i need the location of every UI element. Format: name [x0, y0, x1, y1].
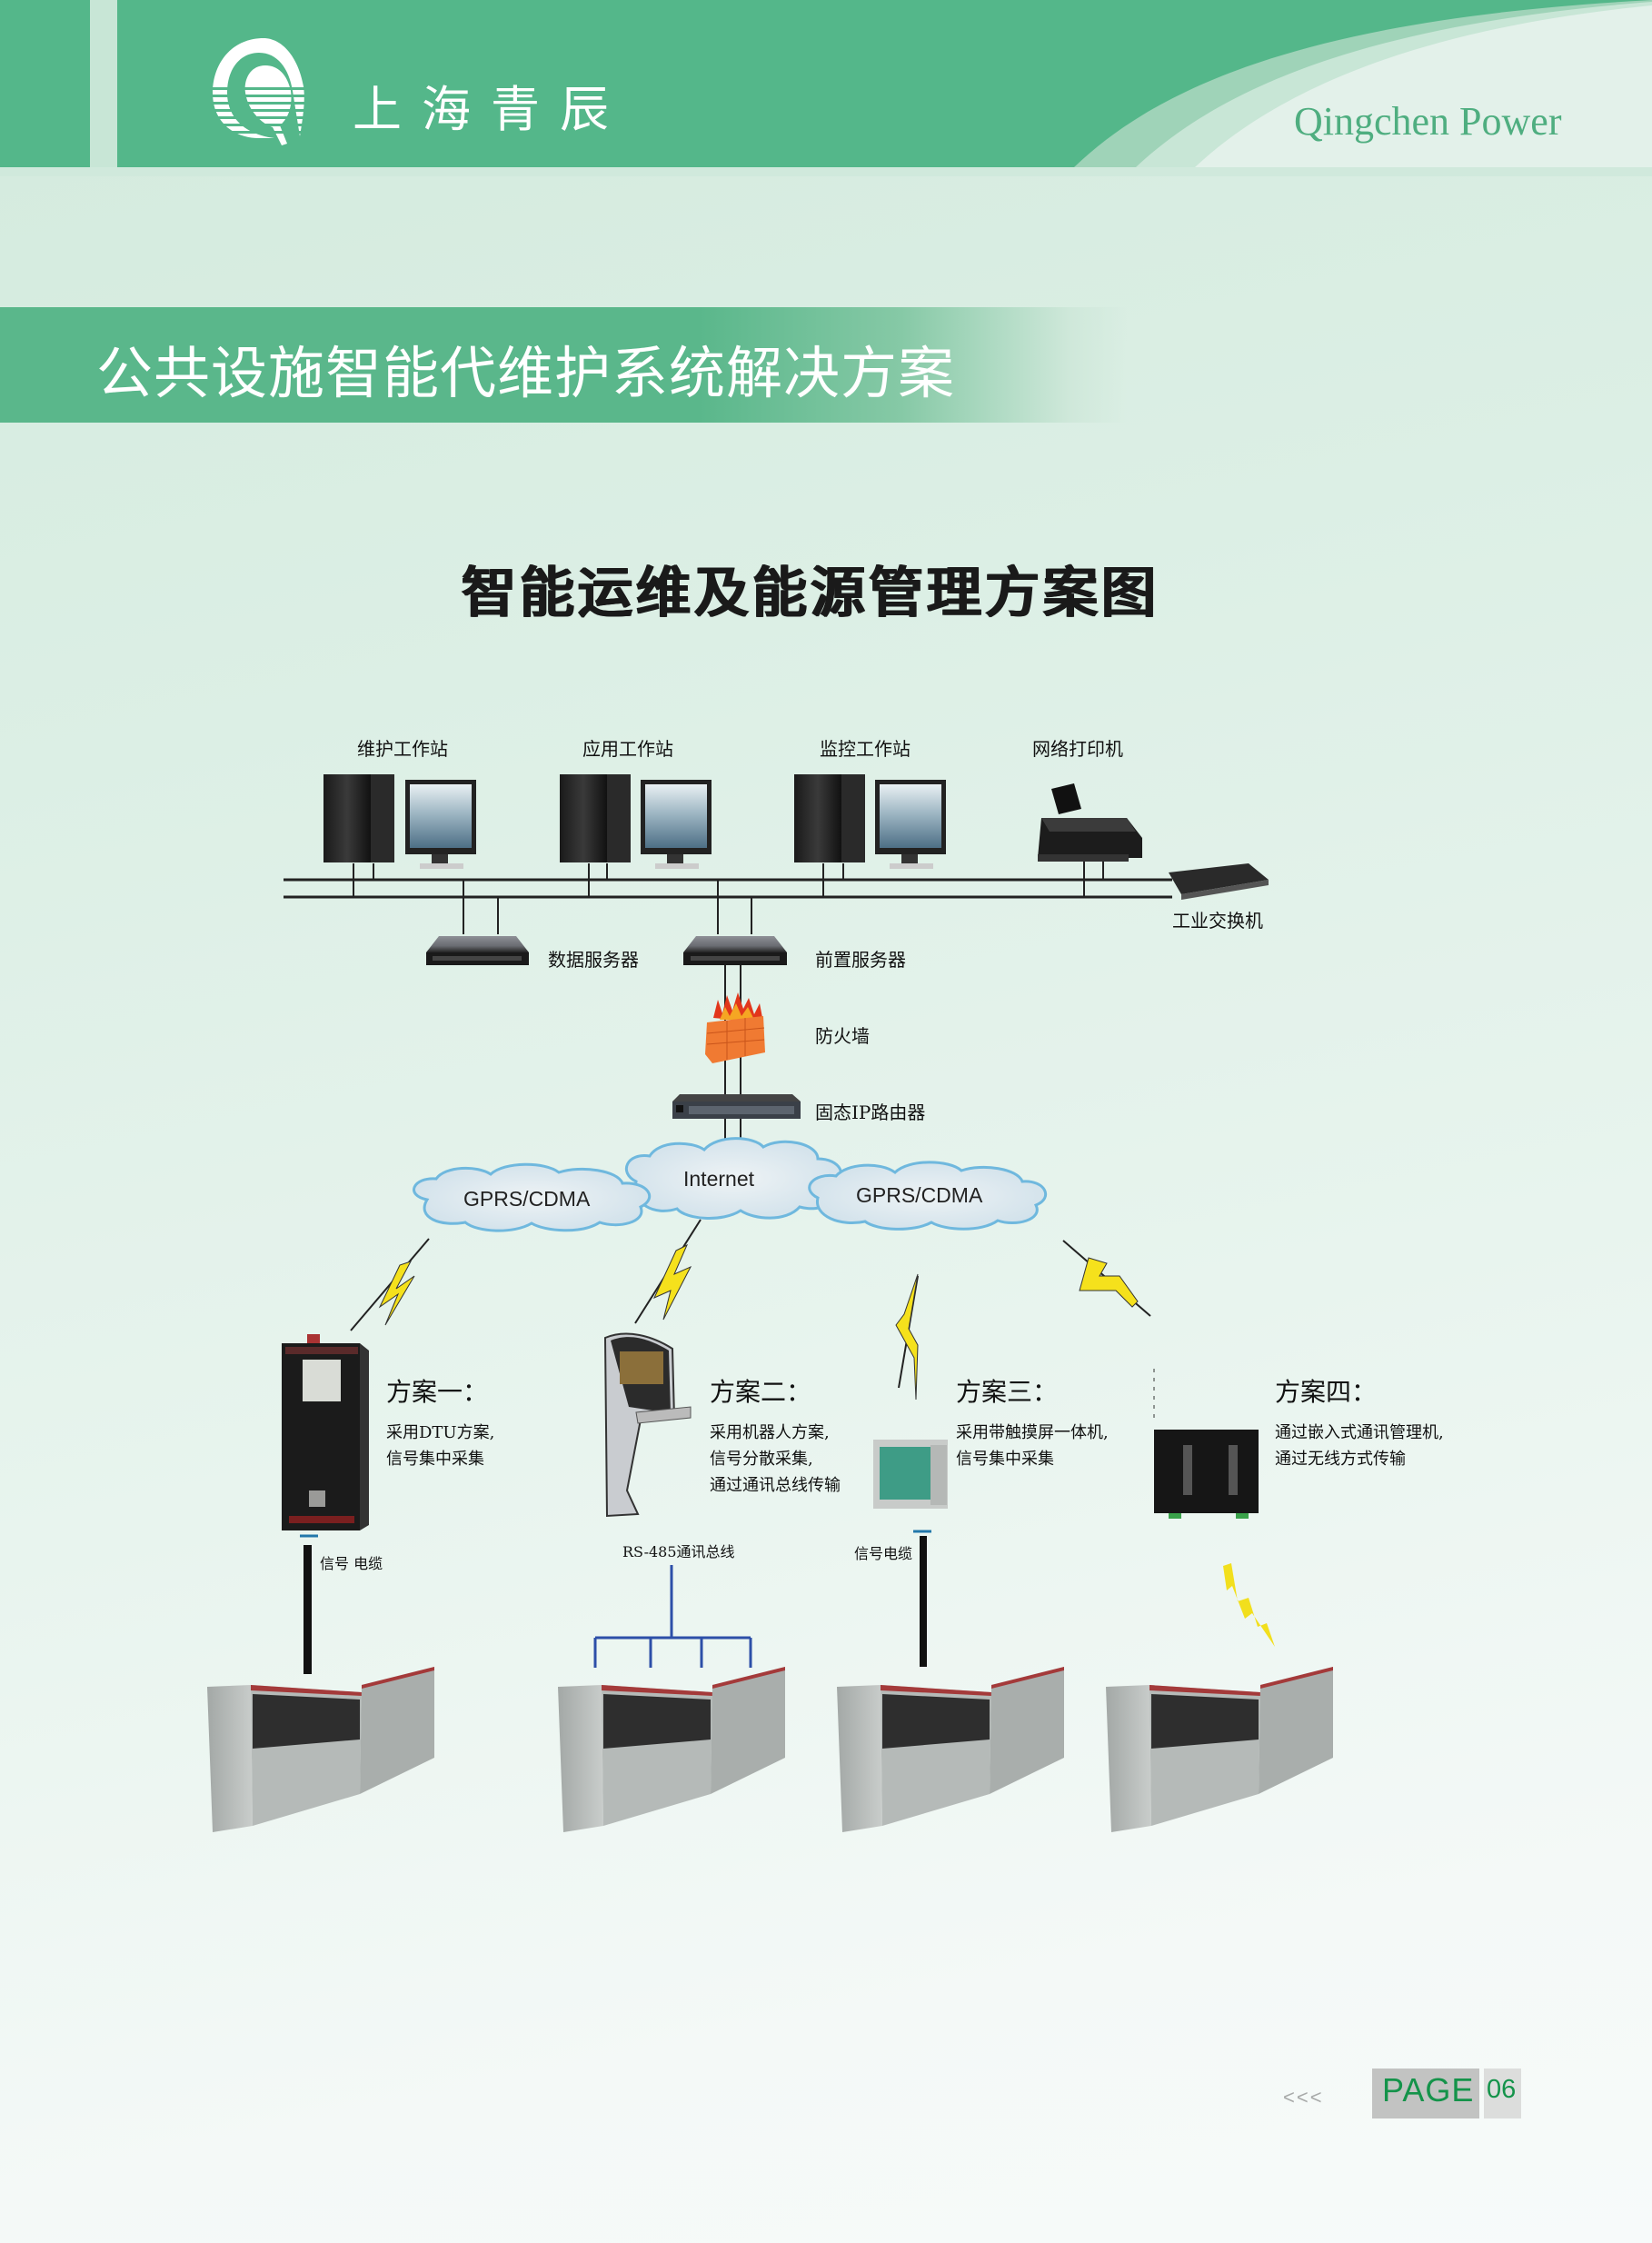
- switchgear-3: [837, 1667, 1064, 1832]
- kiosk-robot-icon: [603, 1332, 692, 1518]
- label-industrial-switch: 工业交换机: [1172, 910, 1263, 932]
- network-printer: [1038, 783, 1142, 862]
- scheme-2: 方案二： 采用机器人方案, 信号分散采集, 通过通讯总线传输: [710, 1372, 841, 1499]
- scheme-title: 方案一：: [386, 1377, 489, 1407]
- label-firewall: 防火墙: [815, 1025, 870, 1047]
- comm-manager-icon: [1153, 1363, 1259, 1519]
- brand-name-cn: 上海青辰: [353, 81, 629, 138]
- header-swoosh: [1074, 0, 1652, 167]
- cloud-internet: [624, 1137, 843, 1220]
- scheme-line: 通过无线方式传输: [1275, 1450, 1406, 1469]
- label-front-server: 前置服务器: [815, 949, 906, 971]
- section-title-band: [0, 307, 1127, 423]
- label-router: 固态IP路由器: [815, 1102, 926, 1123]
- touchscreen-unit-icon: [873, 1440, 948, 1509]
- wireless-link-1-icon: [350, 1238, 430, 1331]
- label-signal-cable-3: 信号电缆: [854, 1545, 913, 1562]
- scheme-line: 通过嵌入式通讯管理机,: [1275, 1423, 1444, 1442]
- page-label-box: [1372, 2069, 1479, 2118]
- signal-cable-3: [913, 1530, 931, 1667]
- scheme-line: 采用带触摸屏一体机,: [956, 1423, 1109, 1442]
- wireless-link-2-icon: [634, 1219, 702, 1324]
- scheme-line: 采用DTU方案,: [386, 1423, 495, 1442]
- front-server: [683, 936, 787, 965]
- label-network-printer: 网络打印机: [1032, 738, 1123, 760]
- scheme-line: 通过通讯总线传输: [710, 1476, 841, 1495]
- scheme-title: 方案四：: [1275, 1377, 1378, 1407]
- scheme-1: 方案一： 采用DTU方案, 信号集中采集: [386, 1372, 494, 1472]
- cloud-gprs-right: [808, 1161, 1048, 1231]
- workstation-application: [560, 774, 712, 869]
- label-monitoring-workstation: 监控工作站: [820, 738, 911, 760]
- workstation-monitoring: [794, 774, 946, 869]
- qingchen-logo-icon: [209, 38, 320, 145]
- data-server: [426, 936, 529, 965]
- scheme-line: 信号分散采集,: [710, 1450, 813, 1469]
- wireless-link-5-icon: [1223, 1563, 1275, 1647]
- label-signal-cable-1: 信号 电缆: [320, 1555, 383, 1572]
- scheme-title: 方案二：: [710, 1377, 812, 1407]
- diagram-title: 智能运维及能源管理方案图: [462, 562, 1159, 625]
- scheme-line: 采用机器人方案,: [710, 1423, 830, 1442]
- cloud-gprs-left: [413, 1162, 652, 1232]
- header-stripe: [90, 0, 117, 167]
- signal-cable-1: [300, 1534, 318, 1674]
- firewall-icon: [705, 992, 765, 1063]
- label-data-server: 数据服务器: [548, 949, 639, 971]
- switchgear-4: [1106, 1667, 1333, 1832]
- page-number: 06: [1487, 2075, 1517, 2104]
- prev-page-link[interactable]: <<<: [1283, 2086, 1324, 2108]
- cloud-center-label: Internet: [683, 1167, 754, 1191]
- page-number-box: [1484, 2069, 1521, 2118]
- switchgear-1: [207, 1667, 434, 1832]
- switchgear-2: [558, 1667, 785, 1832]
- page-header: 上海青辰 Qingchen Power: [0, 0, 1652, 167]
- section-title: 公共设施智能代维护系统解决方案: [96, 340, 956, 406]
- brand-name-en: Qingchen Power: [1294, 99, 1562, 144]
- solid-state-ip-router: [672, 1094, 801, 1119]
- page-label: PAGE: [1382, 2071, 1475, 2108]
- scheme-line: 信号集中采集: [956, 1450, 1054, 1469]
- header-divider: [0, 167, 1652, 176]
- industrial-switch: [1169, 863, 1269, 900]
- scheme-title: 方案三：: [956, 1377, 1059, 1407]
- scheme-line: 信号集中采集: [386, 1450, 484, 1469]
- scheme-4: 方案四： 通过嵌入式通讯管理机, 通过无线方式传输: [1275, 1372, 1444, 1472]
- label-maintenance-workstation: 维护工作站: [357, 738, 448, 760]
- workstation-maintenance: [323, 774, 476, 869]
- label-application-workstation: 应用工作站: [582, 738, 673, 760]
- lan-bus: [284, 878, 1172, 899]
- label-rs485-bus: RS-485通讯总线: [622, 1543, 735, 1560]
- wireless-link-4-icon: [1062, 1240, 1151, 1317]
- rs485-bus: [593, 1565, 752, 1668]
- cloud-left-label: GPRS/CDMA: [463, 1187, 591, 1211]
- wireless-link-3-icon: [895, 1273, 919, 1401]
- cloud-right-label: GPRS/CDMA: [856, 1183, 983, 1207]
- dtu-cabinet-icon: [282, 1334, 369, 1530]
- scheme-3: 方案三： 采用带触摸屏一体机, 信号集中采集: [956, 1372, 1109, 1472]
